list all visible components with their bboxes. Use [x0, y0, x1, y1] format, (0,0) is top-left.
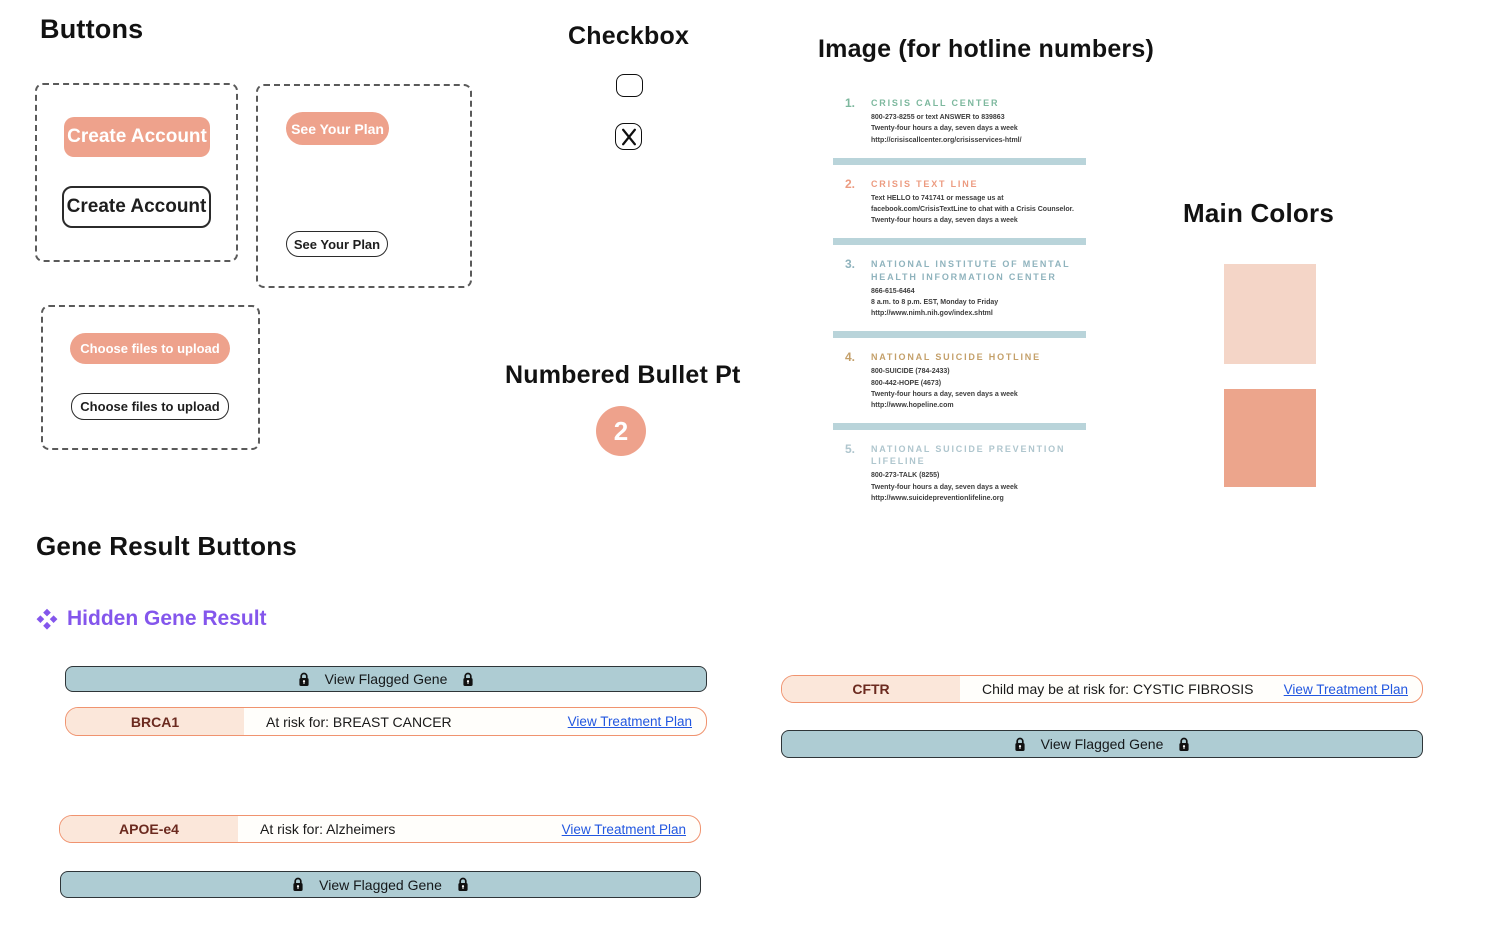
lock-icon	[298, 672, 310, 687]
hotline-item-line: facebook.com/CrisisTextLine to chat with…	[871, 206, 1074, 214]
hotline-item-2: 2. CRISIS TEXT LINE Text HELLO to 741741…	[833, 171, 1086, 233]
lock-icon	[1178, 737, 1190, 752]
create-account-button-outline[interactable]: Create Account	[62, 186, 211, 228]
upload-button-group: Choose files to upload Choose files to u…	[41, 305, 260, 450]
hotline-item-3: 3. NATIONAL INSTITUTE OF MENTAL HEALTH I…	[833, 251, 1086, 325]
hotline-item-heading: CRISIS CALL CENTER	[871, 98, 1000, 108]
main-colors-section-title: Main Colors	[1183, 198, 1334, 228]
hotline-item-line: Text HELLO to 741741 or message us at	[871, 194, 1004, 202]
lock-icon	[292, 877, 304, 892]
lock-icon	[457, 877, 469, 892]
checkbox-unchecked[interactable]	[616, 74, 643, 97]
hotline-separator	[833, 157, 1086, 165]
view-flagged-gene-button[interactable]: View Flagged Gene	[60, 871, 701, 898]
view-flagged-gene-label: View Flagged Gene	[319, 876, 442, 893]
hotline-item-4: 4. NATIONAL SUICIDE HOTLINE 800-SUICIDE …	[833, 344, 1086, 417]
create-account-button-group: Create Account Create Account	[35, 83, 238, 262]
hotline-item-line: 8 a.m. to 8 p.m. EST, Monday to Friday	[871, 298, 999, 306]
hotline-item-line: http://crisiscallcenter.org/crisisservic…	[871, 136, 1022, 144]
hotline-separator	[833, 423, 1086, 431]
color-swatch-light	[1224, 264, 1316, 364]
hotline-image-section-title: Image (for hotline numbers)	[818, 35, 1154, 63]
create-account-button-filled[interactable]: Create Account	[64, 117, 210, 157]
view-treatment-plan-link[interactable]: View Treatment Plan	[567, 714, 692, 729]
see-your-plan-button-outline[interactable]: See Your Plan	[286, 231, 388, 257]
checkbox-checked[interactable]	[615, 123, 642, 150]
gene-name-badge: CFTR	[782, 676, 960, 702]
hotline-separator	[833, 238, 1086, 246]
hotline-item-number: 4.	[845, 350, 856, 365]
hotline-item-number: 1.	[845, 96, 856, 110]
hotline-item-line: Twenty-four hours a day, seven days a we…	[871, 125, 1018, 133]
choose-files-button-filled[interactable]: Choose files to upload	[70, 333, 230, 364]
see-your-plan-button-group: See Your Plan See Your Plan	[256, 84, 472, 288]
view-flagged-gene-label: View Flagged Gene	[324, 671, 448, 687]
hotline-item-number: 5.	[845, 442, 856, 457]
gene-name-badge: APOE-e4	[60, 816, 238, 842]
see-your-plan-button-filled[interactable]: See Your Plan	[286, 112, 389, 145]
hidden-gene-result-label: Hidden Gene Result	[67, 607, 267, 630]
checkbox-section-title: Checkbox	[568, 22, 690, 50]
component-diamond-icon	[36, 608, 58, 630]
lock-icon	[1014, 737, 1026, 752]
gene-risk-text: At risk for: BREAST CANCER	[266, 713, 452, 730]
choose-files-button-outline[interactable]: Choose files to upload	[71, 393, 229, 420]
gene-result-row-apoe[interactable]: APOE-e4 At risk for: Alzheimers View Tre…	[59, 815, 701, 843]
gene-risk-text: Child may be at risk for: CYSTIC FIBROSI…	[982, 681, 1254, 697]
hotline-item-line: 800-442-HOPE (4673)	[871, 379, 942, 387]
color-swatch-dark	[1224, 389, 1316, 487]
hotline-item-line: Twenty-four hours a day, seven days a we…	[871, 217, 1018, 225]
hotline-item-line: 800-273-TALK (8255)	[871, 472, 940, 480]
hotline-item-number: 3.	[845, 257, 856, 272]
hotline-item-line: http://www.nimh.nih.gov/index.shtml	[871, 310, 993, 318]
hotline-item-heading: CRISIS TEXT LINE	[871, 178, 979, 189]
hotline-item-heading: NATIONAL SUICIDE HOTLINE	[871, 352, 1041, 363]
hotline-item-heading: NATIONAL INSTITUTE OF MENTAL HEALTH INFO…	[871, 259, 1071, 282]
hotline-item-line: 800-273-8255 or text ANSWER to 839863	[871, 114, 1005, 122]
numbered-bullet: 2	[596, 406, 646, 456]
gene-result-row-brca1[interactable]: BRCA1 At risk for: BREAST CANCER View Tr…	[65, 707, 707, 736]
hotline-item-line: 866-615-6464	[871, 287, 915, 295]
view-flagged-gene-label: View Flagged Gene	[1040, 736, 1164, 752]
hotline-item-line: Twenty-four hours a day, seven days a we…	[871, 390, 1018, 398]
hotline-image: 1. CRISIS CALL CENTER 800-273-8255 or te…	[833, 90, 1086, 510]
gene-result-row-cftr[interactable]: CFTR Child may be at risk for: CYSTIC FI…	[781, 675, 1423, 703]
view-treatment-plan-link[interactable]: View Treatment Plan	[561, 821, 686, 837]
numbered-bullet-section-title: Numbered Bullet Pt	[505, 361, 741, 389]
gene-risk-text: At risk for: Alzheimers	[260, 821, 396, 837]
hotline-item-line: 800-SUICIDE (784-2433)	[871, 368, 950, 376]
buttons-section-title: Buttons	[40, 14, 144, 44]
hotline-item-line: http://www.hopeline.com	[871, 401, 954, 409]
hidden-gene-result-row: Hidden Gene Result	[36, 607, 267, 631]
hotline-item-line: http://www.suicidepreventionlifeline.org	[871, 494, 1004, 502]
checkbox-x-icon	[620, 128, 638, 146]
hotline-separator	[833, 331, 1086, 339]
hotline-item-5: 5. NATIONAL SUICIDE PREVENTION LIFELINE …	[833, 436, 1086, 510]
view-flagged-gene-button[interactable]: View Flagged Gene	[65, 666, 707, 692]
lock-icon	[462, 672, 474, 687]
view-treatment-plan-link[interactable]: View Treatment Plan	[1283, 681, 1408, 697]
gene-name-badge: BRCA1	[66, 708, 244, 735]
gene-results-section-title: Gene Result Buttons	[36, 531, 297, 561]
hotline-item-1: 1. CRISIS CALL CENTER 800-273-8255 or te…	[833, 90, 1086, 152]
hotline-item-heading: NATIONAL SUICIDE PREVENTION LIFELINE	[871, 444, 1066, 467]
view-flagged-gene-button[interactable]: View Flagged Gene	[781, 730, 1423, 758]
hotline-item-line: Twenty-four hours a day, seven days a we…	[871, 483, 1018, 491]
hotline-item-number: 2.	[845, 176, 856, 191]
